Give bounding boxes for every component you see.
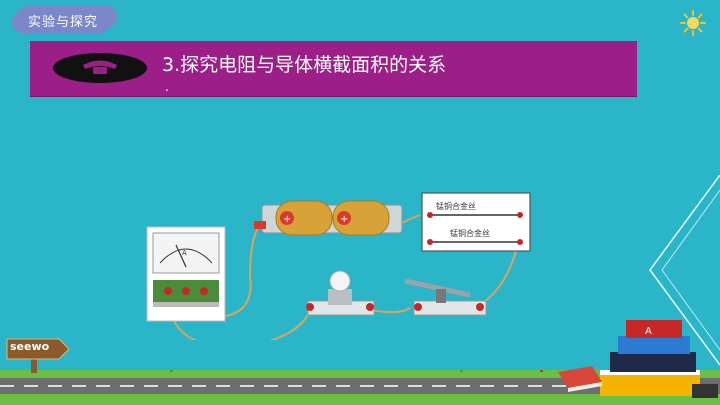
svg-text:+: + bbox=[283, 214, 291, 225]
wire-label-bottom: 锰铜合金丝 bbox=[450, 228, 490, 238]
title-suffix: . bbox=[165, 80, 169, 94]
battery-pack: + + bbox=[254, 200, 403, 236]
ammeter: A bbox=[146, 226, 226, 322]
svg-text:A: A bbox=[645, 326, 652, 337]
ammeter-unit: A bbox=[182, 249, 187, 257]
books-decoration: A bbox=[600, 320, 718, 398]
red-book-decoration bbox=[558, 366, 602, 392]
knife-switch bbox=[404, 278, 487, 316]
wire-label-top: 锰铜合金丝 bbox=[436, 201, 476, 211]
svg-text:+: + bbox=[340, 214, 348, 225]
circuit-diagram: + + 锰铜合金丝 锰铜合金丝 A bbox=[146, 192, 531, 340]
wire-battery-board bbox=[401, 214, 421, 224]
seewo-logo-sign bbox=[6, 338, 70, 373]
wire-board: 锰铜合金丝 锰铜合金丝 bbox=[421, 192, 531, 252]
sun-icon bbox=[680, 10, 706, 36]
slide-title: 3.探究电阻与导体横截面积的关系 bbox=[162, 54, 447, 76]
telephone-icon bbox=[53, 53, 147, 83]
brand-label: seewo bbox=[10, 340, 50, 353]
wire-lamp-switch bbox=[369, 307, 411, 314]
lamp bbox=[306, 270, 375, 316]
section-badge-label: 实验与探究 bbox=[27, 15, 98, 30]
section-badge: 实验与探究 bbox=[15, 6, 111, 34]
chevron-decoration bbox=[649, 175, 720, 366]
